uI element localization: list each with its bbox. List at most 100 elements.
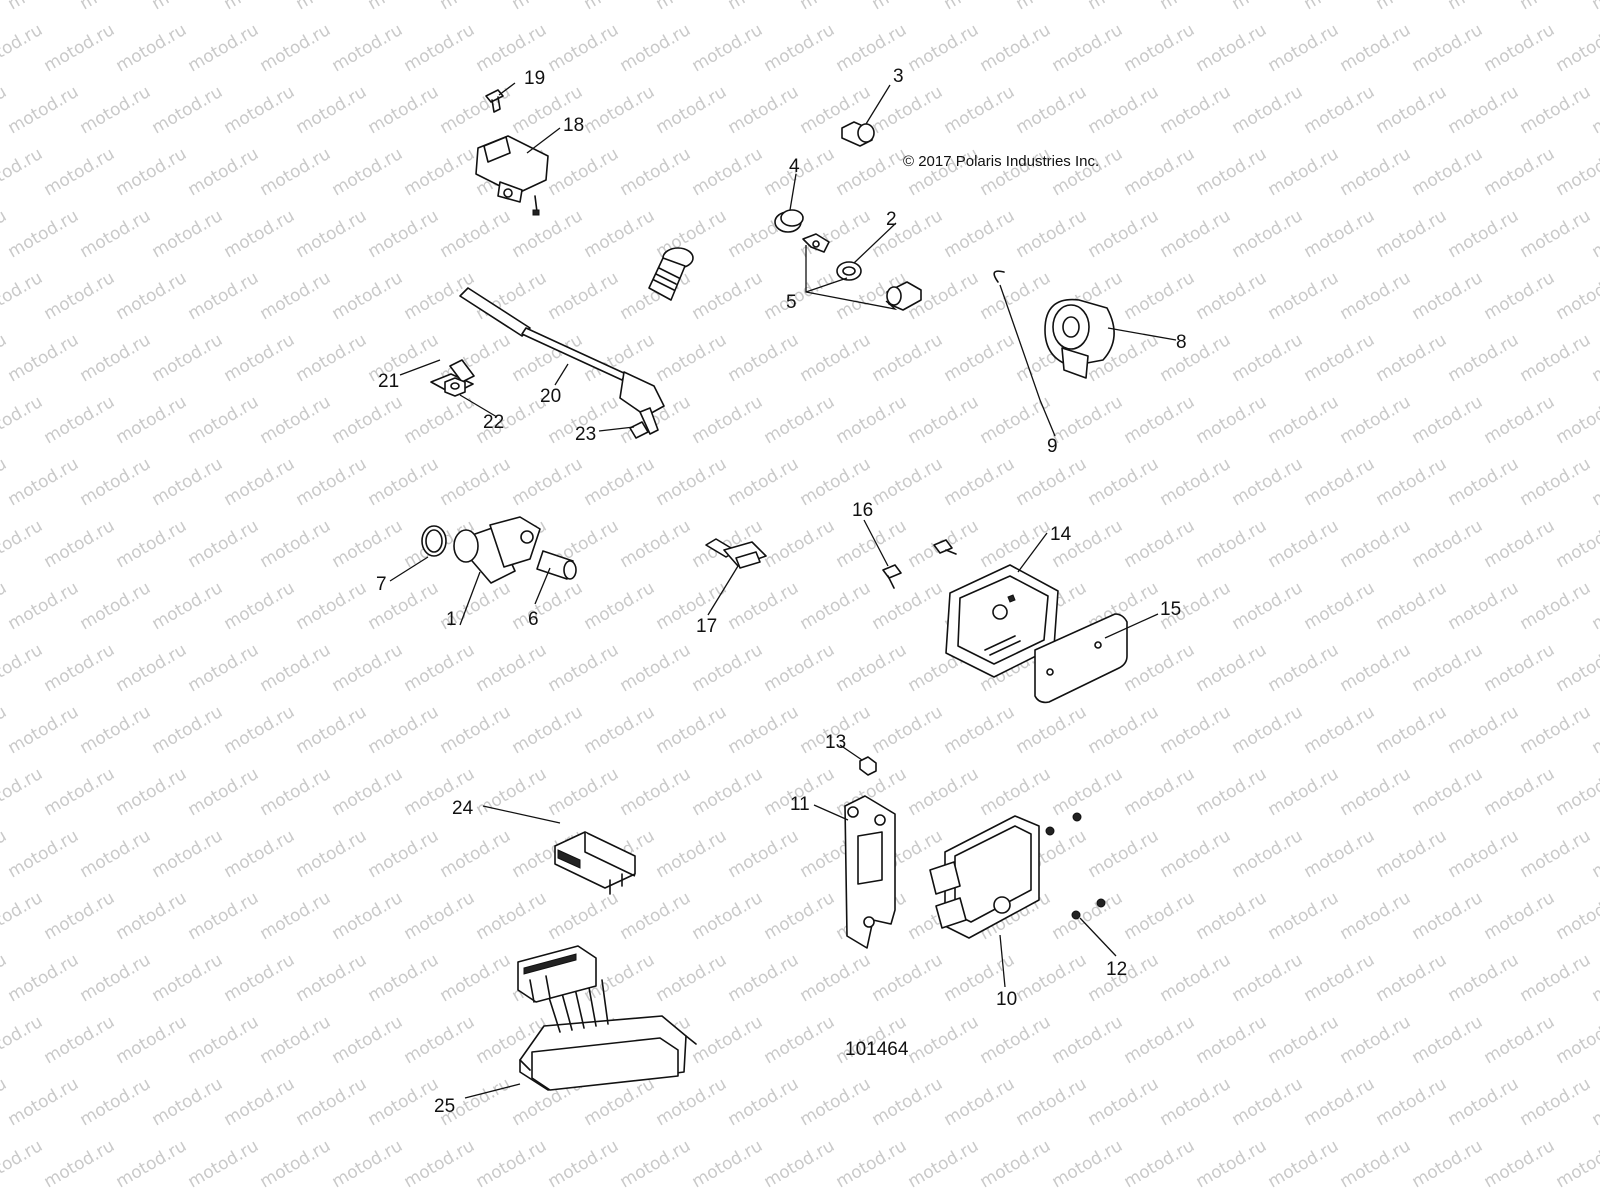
watermark-text: motod.ru <box>77 330 155 386</box>
watermark-text: motod.ru <box>1301 702 1379 758</box>
callout-5: 5 <box>786 292 797 313</box>
watermark-text: motod.ru <box>581 206 659 262</box>
watermark-text: motod.ru <box>113 640 191 696</box>
watermark-text: motod.ru <box>1193 1136 1271 1192</box>
watermark-text: motod.ru <box>401 1136 479 1192</box>
watermark-text: motod.ru <box>1229 578 1307 634</box>
watermark-text: motod.ru <box>869 702 947 758</box>
watermark-text: motod.ru <box>185 20 263 76</box>
watermark-text: motod.ru <box>1553 1012 1600 1068</box>
callout-11: 11 <box>790 794 810 815</box>
watermark-text: motod.ru <box>185 764 263 820</box>
watermark-text: motod.ru <box>581 702 659 758</box>
watermark-text: motod.ru <box>113 764 191 820</box>
watermark-text: motod.ru <box>1409 1136 1487 1192</box>
watermark-text: motod.ru <box>221 578 299 634</box>
watermark-text: motod.ru <box>1157 206 1235 262</box>
watermark-text: motod.ru <box>725 0 803 14</box>
watermark-text: motod.ru <box>41 1136 119 1192</box>
watermark-text: motod.ru <box>5 454 83 510</box>
watermark-text: motod.ru <box>329 764 407 820</box>
watermark-text: motod.ru <box>1409 1012 1487 1068</box>
watermark-text: motod.ru <box>1553 20 1600 76</box>
callout-18: 18 <box>563 115 584 136</box>
watermark-text: motod.ru <box>581 82 659 138</box>
watermark-text: motod.ru <box>1337 1136 1415 1192</box>
watermark-text: motod.ru <box>113 20 191 76</box>
watermark-text: motod.ru <box>545 268 623 324</box>
watermark-text: motod.ru <box>725 1074 803 1130</box>
watermark-text: motod.ru <box>761 1136 839 1192</box>
watermark-text: motod.ru <box>41 1012 119 1068</box>
watermark-text: motod.ru <box>941 0 1019 14</box>
watermark-text: motod.ru <box>185 640 263 696</box>
watermark-text: motod.ru <box>1373 82 1451 138</box>
watermark-text: motod.ru <box>545 764 623 820</box>
watermark-text: motod.ru <box>149 1074 227 1130</box>
watermark-text: motod.ru <box>1301 0 1379 14</box>
watermark-text: motod.ru <box>1409 268 1487 324</box>
part-5-bracket <box>802 233 830 253</box>
watermark-text: motod.ru <box>1121 764 1199 820</box>
watermark-text: motod.ru <box>365 330 443 386</box>
watermark-text: motod.ru <box>833 640 911 696</box>
watermark-text: motod.ru <box>1481 268 1559 324</box>
watermark-text: motod.ru <box>293 330 371 386</box>
watermark-text: motod.ru <box>257 1012 335 1068</box>
watermark-text: motod.ru <box>1337 144 1415 200</box>
watermark-text: motod.ru <box>797 950 875 1006</box>
callout-2: 2 <box>886 209 897 230</box>
watermark-text: motod.ru <box>689 20 767 76</box>
part-22-nut <box>444 377 466 397</box>
watermark-text: motod.ru <box>5 950 83 1006</box>
watermark-text: motod.ru <box>77 206 155 262</box>
watermark-text: motod.ru <box>41 392 119 448</box>
watermark-text: motod.ru <box>437 826 515 882</box>
watermark-text: motod.ru <box>1121 392 1199 448</box>
watermark-text: motod.ru <box>797 206 875 262</box>
callout-9: 9 <box>1047 436 1058 457</box>
watermark-text: motod.ru <box>329 516 407 572</box>
watermark-text: motod.ru <box>1373 0 1451 14</box>
watermark-text: motod.ru <box>401 640 479 696</box>
watermark-text: motod.ru <box>77 578 155 634</box>
part-19-screw <box>485 89 504 113</box>
watermark-text: motod.ru <box>365 82 443 138</box>
watermark-text: motod.ru <box>113 268 191 324</box>
watermark-text: motod.ru <box>1445 330 1523 386</box>
watermark-text: motod.ru <box>617 888 695 944</box>
watermark-text: motod.ru <box>509 454 587 510</box>
callout-4: 4 <box>789 156 800 177</box>
watermark-text: motod.ru <box>149 702 227 758</box>
watermark-text: motod.ru <box>833 1136 911 1192</box>
watermark-text: motod.ru <box>185 392 263 448</box>
watermark-text: motod.ru <box>1337 640 1415 696</box>
watermark-text: motod.ru <box>473 1136 551 1192</box>
watermark-text: motod.ru <box>1409 20 1487 76</box>
watermark-text: motod.ru <box>1193 516 1271 572</box>
part-4-cap <box>774 209 804 233</box>
watermark-text: motod.ru <box>473 888 551 944</box>
watermark-text: motod.ru <box>41 268 119 324</box>
watermark-text: motod.ru <box>1265 268 1343 324</box>
watermark-text: motod.ru <box>1121 1012 1199 1068</box>
watermark-text: motod.ru <box>941 206 1019 262</box>
watermark-text: motod.ru <box>41 516 119 572</box>
watermark-text: motod.ru <box>1229 82 1307 138</box>
watermark-text: motod.ru <box>1553 764 1600 820</box>
watermark-text: motod.ru <box>689 268 767 324</box>
watermark-text: motod.ru <box>689 392 767 448</box>
watermark-text: motod.ru <box>653 330 731 386</box>
watermark-text: motod.ru <box>1013 206 1091 262</box>
callout-7: 7 <box>376 574 387 595</box>
diagram-reference-number: 101464 <box>845 1039 909 1060</box>
watermark-text: motod.ru <box>329 888 407 944</box>
watermark-text: motod.ru <box>653 578 731 634</box>
watermark-text: motod.ru <box>41 764 119 820</box>
watermark-text: motod.ru <box>941 1074 1019 1130</box>
callout-6: 6 <box>528 609 539 630</box>
watermark-text: motod.ru <box>185 268 263 324</box>
watermark-text: motod.ru <box>221 950 299 1006</box>
watermark-text: motod.ru <box>473 640 551 696</box>
